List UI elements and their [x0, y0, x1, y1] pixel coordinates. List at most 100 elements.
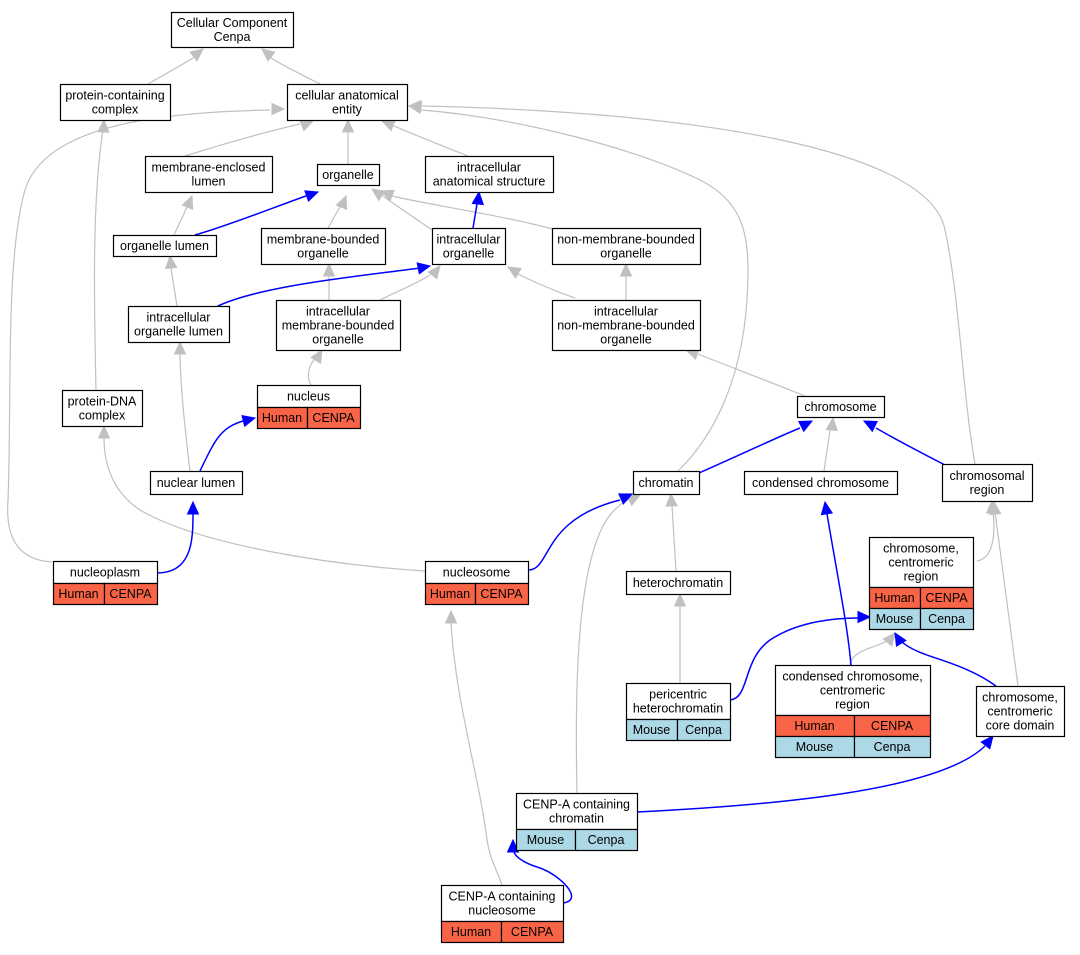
- arrowhead-14: [322, 262, 336, 277]
- node-label-line: complex: [79, 409, 126, 423]
- arrowhead-22: [825, 416, 839, 432]
- node-box: [127, 305, 231, 344]
- arrowhead-32: [471, 190, 485, 206]
- gray-edge-10: [327, 204, 342, 229]
- node-chromosome[interactable]: chromosome: [796, 395, 886, 419]
- gray-edge-12: [391, 195, 554, 230]
- species-label: Human: [794, 719, 834, 733]
- node-label-line: centromeric: [820, 684, 885, 698]
- node-label-line: Cenpa: [214, 30, 251, 44]
- species-label: Mouse: [527, 833, 565, 847]
- node-condensed-chromosome[interactable]: condensed chromosome: [743, 470, 899, 496]
- mouse-gene-cell: [853, 735, 932, 759]
- node-label-line: centromeric: [987, 705, 1052, 719]
- node-label-line: region: [970, 483, 1005, 497]
- arrowhead-15: [427, 265, 441, 280]
- arrowhead-18: [310, 348, 323, 364]
- species-label: Human: [874, 591, 914, 605]
- gray-edge-16: [517, 273, 576, 299]
- arrowhead-10: [335, 194, 348, 210]
- arrowhead-39: [857, 610, 872, 624]
- species-label: Mouse: [876, 612, 914, 626]
- node-label-line: nucleus: [287, 390, 330, 404]
- arrowhead-31: [416, 262, 432, 275]
- arrowhead-26: [673, 592, 687, 607]
- node-box: [61, 389, 144, 428]
- arrowhead-0: [189, 48, 204, 62]
- node-box: [431, 227, 507, 266]
- blue-edge-31: [215, 267, 421, 308]
- node-label-line: membrane-bounded: [267, 233, 380, 247]
- species-label: Mouse: [796, 740, 834, 754]
- blue-edge-39: [729, 617, 859, 701]
- arrowhead-28: [626, 494, 642, 507]
- node-label-line: intracellular: [594, 305, 658, 319]
- node-chromatin[interactable]: chromatin: [632, 470, 701, 496]
- gene-label: Cenpa: [874, 740, 911, 754]
- blue-edge-41: [636, 745, 986, 813]
- node-label-line: region: [835, 698, 870, 712]
- node-heterochromatin[interactable]: heterochromatin: [625, 570, 732, 596]
- node-box: [941, 463, 1034, 503]
- gene-label: Cenpa: [588, 833, 625, 847]
- node-label-line: CENP-A containing: [523, 798, 630, 812]
- node-label-line: entity: [332, 103, 363, 117]
- gray-edge-15: [379, 274, 431, 301]
- node-nuclear-lumen[interactable]: nuclear lumen: [149, 470, 244, 496]
- human-gene-cell: [474, 582, 530, 606]
- node-box: [796, 395, 886, 419]
- node-organelle[interactable]: organelle: [316, 163, 381, 187]
- species-label: Human: [430, 587, 470, 601]
- blue-edge-35: [527, 499, 621, 571]
- gray-edge-2: [93, 129, 104, 391]
- node-box: [286, 83, 409, 122]
- mouse-gene-cell: [919, 607, 975, 631]
- arrowhead-27: [882, 632, 896, 647]
- arrowhead-5: [341, 118, 355, 133]
- node-label-line: non-membrane-bounded: [557, 319, 695, 333]
- blue-edge-33: [199, 420, 244, 472]
- node-box: [112, 234, 218, 258]
- node-box: [275, 299, 402, 352]
- node-intracellular-non-membrane-bounded-organelle[interactable]: intracellularnon-membrane-boundedorganel…: [551, 299, 702, 352]
- gray-edge-4: [184, 123, 301, 157]
- gray-edge-3: [7, 109, 271, 563]
- node-organelle-lumen[interactable]: organelle lumen: [112, 234, 218, 258]
- gray-edge-29: [450, 621, 503, 886]
- node-label-line: organelle: [600, 333, 651, 347]
- node-box: [59, 83, 172, 122]
- arrowhead-40: [894, 631, 907, 647]
- node-label-line: lumen: [191, 175, 225, 189]
- gray-edge-0: [147, 55, 197, 85]
- arrowhead-1: [261, 48, 276, 62]
- edges-blue-layer: [156, 195, 997, 904]
- arrowhead-6: [380, 119, 396, 132]
- arrowhead-42: [506, 838, 520, 853]
- arrowhead-29: [444, 609, 458, 624]
- blue-edge-36: [698, 427, 801, 474]
- node-label-line: organelle: [312, 333, 363, 347]
- node-label-line: organelle lumen: [120, 239, 209, 253]
- node-condensed-centromeric-region[interactable]: condensed chromosome,centromericregionHu…: [774, 664, 932, 759]
- arrowhead-20: [173, 340, 187, 355]
